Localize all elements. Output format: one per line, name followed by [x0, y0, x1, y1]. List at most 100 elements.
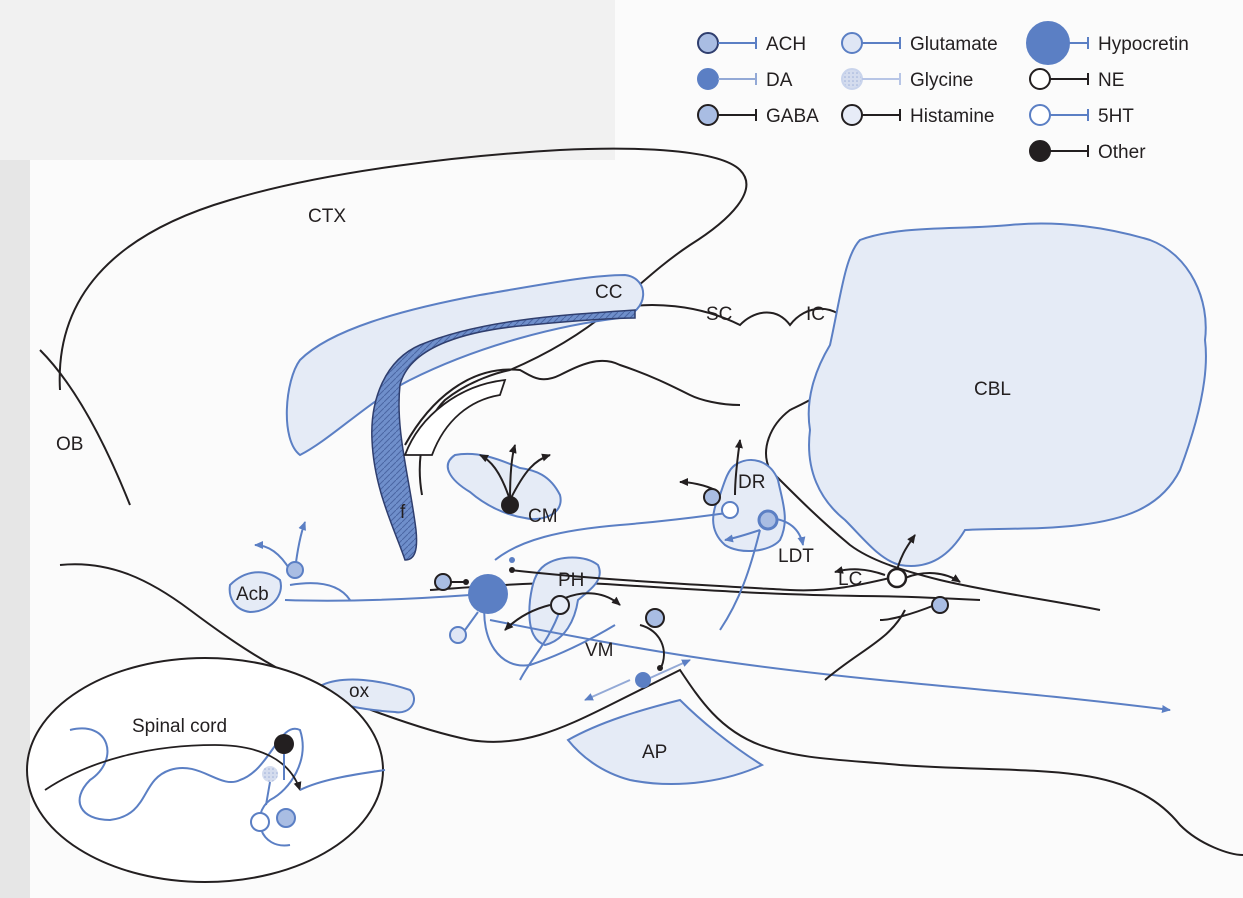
legend-swatch-da	[697, 68, 719, 90]
midbrain-aqueduct	[403, 378, 507, 456]
legend-item-da: DA	[697, 68, 793, 91]
spinal-ach-neuron	[276, 808, 296, 828]
vm-gaba-neuron	[645, 608, 665, 628]
lc-arrow-left	[834, 566, 886, 576]
region-labels: CTX CC SC IC CBL OB f CM DR LDT LC Acb P…	[56, 206, 1011, 763]
label-cbl: CBL	[974, 379, 1011, 400]
label-lc: LC	[838, 569, 862, 590]
ldt-ach-neuron	[757, 509, 779, 531]
hypocretin-caudal-projection	[489, 619, 1171, 713]
cm-other-neuron	[501, 496, 519, 514]
legend-label-glycine: Glycine	[910, 70, 973, 91]
hypocretin-to-dr	[494, 511, 736, 561]
cm-arrow-2	[508, 444, 517, 501]
projections	[254, 439, 1171, 713]
legend-swatch-other	[1029, 140, 1051, 162]
ldt-arrow-left	[724, 529, 761, 543]
legend-label-gaba: GABA	[766, 106, 819, 127]
legend-label-ne: NE	[1098, 70, 1124, 91]
legend-swatch-gaba	[697, 104, 719, 126]
dr-5ht-neuron	[721, 501, 739, 519]
hypocretin-to-acb	[284, 594, 471, 602]
ap-region	[566, 698, 765, 785]
label-ctx: CTX	[308, 206, 346, 227]
spinal-glutamate-neuron	[250, 812, 270, 832]
legend-label-histamine: Histamine	[910, 106, 994, 127]
ph-histamine-neuron	[550, 595, 570, 615]
label-ph: PH	[558, 570, 584, 591]
label-ob: OB	[56, 434, 83, 455]
acb-region	[228, 571, 282, 614]
cortex-outline	[58, 147, 748, 496]
legend-label-other: Other	[1098, 142, 1146, 163]
label-spinal-cord: Spinal cord	[132, 716, 227, 737]
label-cc: CC	[595, 282, 622, 303]
vta-da-neuron	[635, 672, 651, 688]
ph-arrow-left	[504, 604, 551, 631]
neurons	[286, 488, 949, 688]
legend-label-5ht: 5HT	[1098, 106, 1134, 127]
acb-arrow-2	[254, 541, 291, 571]
hypocretin-neuron	[468, 574, 508, 614]
brain-outline	[39, 147, 1243, 856]
legend-label-ach: ACH	[766, 34, 806, 55]
corpus-callosum	[285, 273, 645, 457]
tectum-inner	[404, 359, 741, 446]
legend-item-gaba: GABA	[697, 104, 819, 127]
legend-swatch-ach	[697, 32, 719, 54]
glutamate-neuron-hyp	[449, 626, 467, 644]
label-vm: VM	[585, 640, 614, 661]
lc-descending	[824, 609, 906, 681]
legend-item-ach: ACH	[697, 32, 806, 55]
legend-item-histamine: Histamine	[841, 104, 994, 127]
label-ap: AP	[642, 742, 667, 763]
label-cm: CM	[528, 506, 558, 527]
lc-ne-neuron	[886, 567, 908, 589]
label-acb: Acb	[236, 584, 269, 605]
label-f: f	[400, 502, 406, 523]
label-sc: SC	[706, 304, 732, 325]
page-text-bleed	[0, 0, 615, 160]
lc-gaba-line	[879, 604, 936, 621]
legend-item-ne: NE	[1029, 68, 1124, 91]
cm-arrow-3	[509, 453, 551, 501]
da-arrow-left	[584, 679, 631, 701]
olfactory-bulb-line	[39, 349, 131, 506]
legend-item-glycine: Glycine	[841, 68, 973, 91]
legend-label-da: DA	[766, 70, 793, 91]
legend-item-5ht: 5HT	[1029, 104, 1134, 127]
spinal-other-neuron	[274, 734, 294, 754]
label-ldt: LDT	[778, 546, 814, 567]
lc-gaba-neuron	[931, 596, 949, 614]
legend-swatch-5ht	[1029, 104, 1051, 126]
midbrain-outline	[609, 304, 857, 471]
legend-swatch-hypocretin	[1026, 21, 1070, 65]
hypocretin-to-lc	[509, 569, 891, 592]
ph-arrow-right	[564, 592, 621, 606]
vm-line	[639, 624, 665, 671]
ph-ventral	[519, 609, 561, 681]
label-dr: DR	[738, 472, 765, 493]
legend-label-glutamate: Glutamate	[910, 34, 998, 55]
legend-swatch-glycine	[841, 68, 863, 90]
legend-label-hypocretin: Hypocretin	[1098, 34, 1189, 55]
dr-gaba-neuron	[703, 488, 721, 506]
label-ic: IC	[806, 304, 825, 325]
da-arrow-right	[649, 659, 691, 679]
cm-arrow-1	[479, 454, 511, 501]
legend-swatch-glutamate	[841, 32, 863, 54]
fornix	[371, 309, 636, 561]
legend-swatch-histamine	[841, 104, 863, 126]
gaba-neuron-hyp	[434, 573, 452, 591]
label-ox: ox	[349, 681, 370, 702]
cerebellum	[807, 222, 1207, 567]
legend-item-other: Other	[1029, 140, 1146, 163]
legend-item-glutamate: Glutamate	[841, 32, 998, 55]
ldt-to-ph	[719, 529, 761, 631]
lc-arrow-right	[904, 572, 961, 583]
legend-item-hypocretin: Hypocretin	[1026, 21, 1189, 65]
dr-arrow-up	[734, 439, 743, 496]
spinal-cord-inset	[26, 657, 386, 883]
